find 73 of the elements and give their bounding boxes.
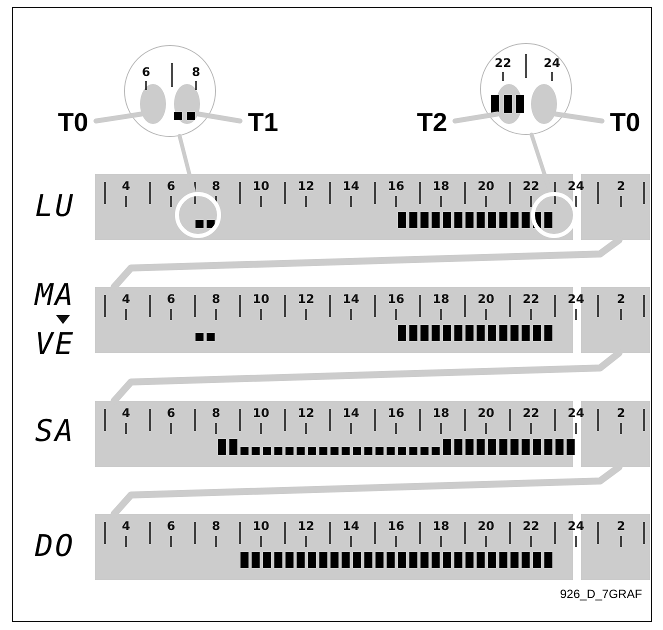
hour-label: 2 — [616, 292, 626, 306]
hour-label: 8 — [212, 179, 220, 193]
hour-label: 14 — [342, 406, 360, 420]
callout-label: T0 — [602, 106, 648, 138]
day-label: MA — [35, 277, 76, 315]
hour-label: 22 — [522, 292, 540, 306]
hour-label: 10 — [252, 179, 270, 193]
highlight-ring — [175, 192, 221, 238]
hour-label: 12 — [298, 519, 314, 533]
hour-label: 24 — [568, 519, 584, 533]
hour-label: 24 — [568, 292, 584, 306]
magnifier-circle — [124, 45, 216, 137]
hour-label: 24 — [568, 406, 584, 420]
hour-label: 20 — [478, 179, 494, 193]
hour-label: 16 — [388, 292, 404, 306]
hour-label: 22 — [522, 519, 540, 533]
hour-label: 4 — [122, 292, 130, 306]
hour-label: 22 — [522, 406, 540, 420]
hour-label: 18 — [432, 406, 450, 420]
hour-label: 6 — [142, 65, 150, 79]
hour-label: 16 — [388, 179, 404, 193]
hour-label: 14 — [342, 179, 360, 193]
hour-label: 8 — [212, 292, 220, 306]
hour-label: 6 — [166, 179, 176, 193]
hour-label: 10 — [252, 519, 270, 533]
oval-shape — [530, 84, 556, 124]
hour-label: 8 — [192, 65, 200, 79]
hour-label: 2 — [616, 406, 626, 420]
hour-label: 10 — [252, 406, 270, 420]
leader-line — [94, 112, 144, 124]
hour-label: 20 — [478, 406, 494, 420]
day-label: VE — [35, 326, 76, 364]
hour-label: 24 — [568, 179, 584, 193]
hour-label: 12 — [298, 179, 314, 193]
hour-label: 20 — [478, 519, 494, 533]
hour-label: 6 — [166, 292, 176, 306]
hour-label: 4 — [122, 519, 130, 533]
hour-label: 18 — [432, 179, 450, 193]
leader-line — [452, 112, 500, 124]
hour-label: 2 — [616, 519, 626, 533]
day-label: SA — [35, 413, 76, 451]
hour-label: 22 — [522, 179, 540, 193]
hour-label: 20 — [478, 292, 494, 306]
hour-label: 4 — [122, 179, 130, 193]
hour-label: 14 — [342, 292, 360, 306]
hour-label: 16 — [388, 519, 404, 533]
leader-line — [196, 112, 242, 124]
hour-label: 18 — [432, 292, 450, 306]
callout-label: T2 — [409, 106, 455, 138]
day-label: DO — [35, 528, 76, 566]
hour-label: 12 — [298, 292, 314, 306]
hour-label: 18 — [432, 519, 450, 533]
hour-label: 8 — [212, 519, 220, 533]
leader-line — [178, 134, 196, 194]
hour-label: 6 — [166, 519, 176, 533]
hour-label: 14 — [342, 519, 360, 533]
hour-label: 12 — [298, 406, 314, 420]
leader-line — [552, 112, 604, 124]
figure-code: 926_D_7GRAF — [560, 586, 642, 602]
hour-label: 10 — [252, 292, 270, 306]
highlight-ring — [531, 192, 577, 238]
hour-label: 8 — [212, 406, 220, 420]
oval-shape — [140, 84, 166, 124]
hour-label: 4 — [122, 406, 130, 420]
hour-label: 22 — [494, 56, 512, 70]
hour-label: 16 — [388, 406, 404, 420]
callout-label: T1 — [240, 106, 286, 138]
hour-label: 2 — [616, 179, 626, 193]
day-label: LU — [35, 188, 76, 226]
hour-label: 24 — [544, 56, 560, 70]
callout-label: T0 — [50, 106, 96, 138]
magnifier-circle — [480, 43, 572, 135]
hour-label: 6 — [166, 406, 176, 420]
